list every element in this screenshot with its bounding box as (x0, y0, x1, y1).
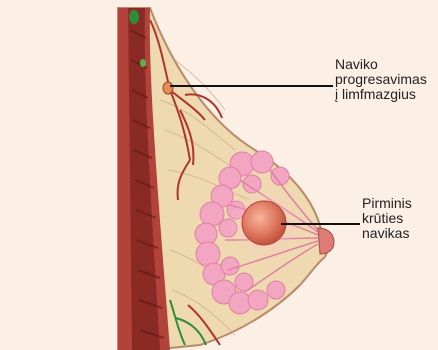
primary-tumor (242, 201, 286, 245)
lymph-node (163, 82, 173, 94)
green-node (129, 10, 139, 24)
lymph-progression-label: Naviko progresavimas į limfmazgius (335, 57, 438, 102)
nipple (318, 228, 334, 254)
primary-tumor-label: Pirminis krūties navikas (362, 196, 438, 241)
